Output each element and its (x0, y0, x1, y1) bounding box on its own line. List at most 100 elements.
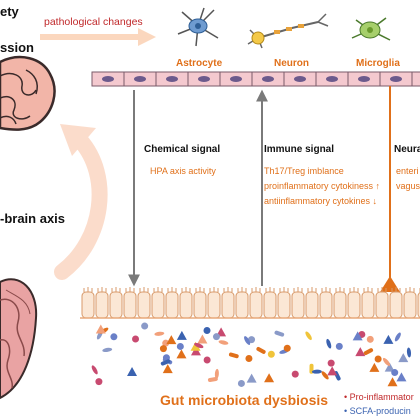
microbe (274, 330, 285, 337)
gut-brain-curved-arrow (54, 132, 108, 280)
microbe (127, 367, 138, 377)
microbe (248, 336, 256, 344)
neural-signal-head (380, 276, 400, 292)
chemical-signal-item: HPA axis activity (150, 166, 216, 176)
microbe (176, 349, 187, 359)
microbe (203, 356, 211, 364)
microbe (384, 362, 395, 372)
microbe (237, 379, 245, 387)
microbe (176, 342, 184, 350)
microbe (363, 348, 374, 355)
epithelial-cell (123, 291, 137, 319)
microbe (194, 342, 204, 349)
immune-item-3: antiinflammatory cytokines ↓ (264, 196, 378, 206)
gut-illustration (0, 278, 38, 400)
microbe (190, 346, 201, 356)
epithelial-cell (235, 291, 249, 319)
immune-signal-title: Immune signal (264, 144, 335, 155)
microbe (245, 355, 253, 363)
microbe (305, 331, 312, 341)
microbe (95, 378, 103, 386)
microbe (374, 355, 382, 363)
microbe (197, 334, 208, 344)
microbe (214, 368, 219, 379)
chemical-signal-title: Chemical signal (144, 144, 221, 155)
intestinal-epithelium (81, 287, 420, 319)
microbe (327, 359, 335, 367)
microbe (190, 341, 201, 351)
neural-item-1: enteri (396, 166, 419, 176)
epithelial-cell (165, 291, 179, 319)
epithelial-cell (109, 291, 123, 319)
epithelial-cell (249, 291, 263, 319)
microbe (141, 322, 149, 330)
microbe (391, 369, 399, 377)
epithelial-cell (81, 291, 95, 319)
legend-bullet: • (344, 392, 348, 402)
microbe (218, 340, 229, 345)
microbe (228, 352, 239, 359)
microbe (256, 346, 266, 354)
microbe (283, 344, 291, 352)
neural-signal-title: Neura (394, 144, 420, 155)
epithelial-cell (263, 291, 277, 319)
astrocyte-icon (177, 7, 219, 47)
top-left-line1: ety (0, 4, 19, 19)
neuron-icon (247, 13, 329, 49)
epithelial-cell (305, 291, 319, 319)
epithelial-cell (375, 291, 389, 319)
epithelial-cell (151, 291, 165, 319)
epithelial-cell (207, 291, 221, 319)
legend-item-scfa: • SCFA-producin (344, 406, 411, 416)
microbe (355, 347, 366, 357)
microbe (398, 353, 409, 363)
microbe (406, 347, 412, 358)
brain-illustration (0, 55, 56, 131)
legend-text: SCFA-producin (349, 406, 411, 416)
epithelial-cell (277, 291, 291, 319)
microbe (326, 338, 332, 349)
microglia-icon (351, 17, 391, 41)
microbe (162, 339, 170, 347)
epithelial-cell (361, 291, 375, 319)
microbe (366, 335, 374, 343)
microbe (352, 331, 363, 341)
epithelial-cell (137, 291, 151, 319)
microbe (212, 333, 220, 341)
microbe (159, 345, 167, 353)
gut-microbes (91, 322, 412, 387)
microbe (176, 330, 187, 340)
microbe (91, 365, 98, 375)
microbe (166, 335, 177, 345)
microbe (394, 332, 401, 342)
microbe (387, 377, 398, 387)
microbe (162, 364, 173, 374)
microglia-label: Microglia (356, 58, 400, 69)
microbe (369, 362, 380, 372)
epithelial-cell (221, 291, 235, 319)
epithelial-cell (193, 291, 207, 319)
microbe (246, 373, 257, 383)
legend-text: Pro-inflammator (349, 392, 414, 402)
top-left-line2: ssion (0, 40, 34, 55)
epithelial-cell (179, 291, 193, 319)
neuron-label: Neuron (274, 58, 309, 69)
epithelial-cell (333, 291, 347, 319)
immune-item-1: Th17/Treg imblance (264, 166, 344, 176)
microbe (335, 342, 343, 350)
blood-brain-barrier (91, 71, 420, 87)
gut-title: Gut microbiota dysbiosis (160, 392, 329, 408)
epithelial-cell (347, 291, 361, 319)
pathological-changes-arrow (40, 28, 156, 46)
microbe (244, 336, 251, 345)
epithelial-cell (319, 291, 333, 319)
epithelial-cell (95, 291, 109, 319)
epithelial-cell (389, 291, 403, 319)
epithelial-cell (403, 291, 417, 319)
epithelial-cell (291, 291, 305, 319)
microbe (382, 357, 391, 366)
astrocyte-label: Astrocyte (176, 58, 223, 69)
legend-bullet: • (344, 406, 348, 416)
